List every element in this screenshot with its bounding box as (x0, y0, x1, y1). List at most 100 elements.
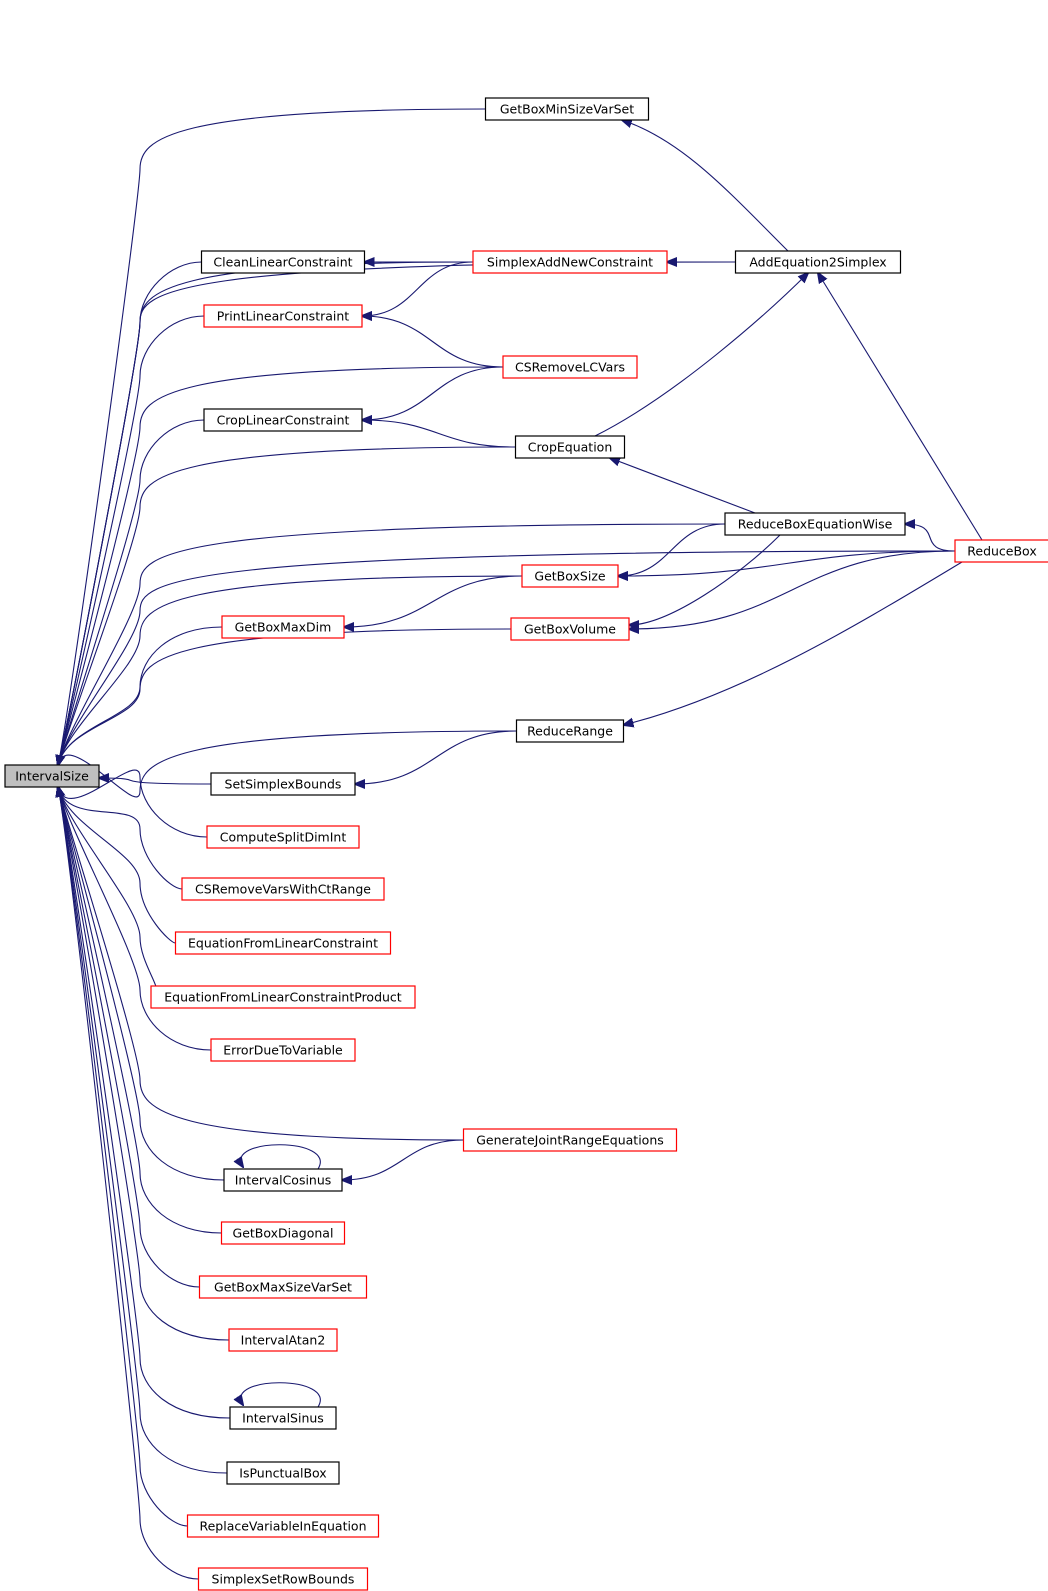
node-replace-variable-in-equation[interactable]: ReplaceVariableInEquation (186, 1514, 380, 1538)
edge-simplex-add-new-constraint-to-print-linear-constraint (362, 261, 474, 316)
node-crop-linear-constraint[interactable]: CropLinearConstraint (203, 408, 363, 432)
node-label: SetSimplexBounds (225, 777, 342, 792)
node-box[interactable] (502, 355, 638, 379)
node-box[interactable] (472, 250, 668, 274)
edge-interval-cosinus-to-interval-size (58, 787, 225, 1181)
node-crop-equation[interactable]: CropEquation (514, 435, 626, 459)
node-box[interactable] (221, 615, 345, 639)
node-label: ReduceBoxEquationWise (738, 517, 893, 532)
node-label: IntervalSize (15, 769, 89, 784)
node-box[interactable] (181, 877, 385, 901)
node-box[interactable] (484, 97, 650, 121)
node-compute-split-dim-int[interactable]: ComputeSplitDimInt (206, 825, 360, 849)
edge-crop-equation-to-add-equation2-simplex (594, 273, 808, 437)
edge-generate-joint-range-equations-to-interval-cosinus (342, 1139, 464, 1180)
node-box[interactable] (4, 764, 100, 788)
node-add-equation2-simplex[interactable]: AddEquation2Simplex (734, 250, 902, 274)
node-get-box-max-size-var-set[interactable]: GetBoxMaxSizeVarSet (198, 1275, 368, 1299)
node-box[interactable] (210, 772, 356, 796)
node-interval-cosinus[interactable]: IntervalCosinus (223, 1168, 343, 1192)
node-interval-sinus[interactable]: IntervalSinus (229, 1406, 337, 1430)
node-label: SimplexSetRowBounds (212, 1572, 355, 1587)
node-get-box-volume[interactable]: GetBoxVolume (510, 617, 630, 641)
edge-print-linear-constraint-to-interval-size (58, 315, 205, 765)
node-generate-joint-range-equations[interactable]: GenerateJointRangeEquations (462, 1128, 678, 1152)
node-box[interactable] (226, 1461, 340, 1485)
node-error-due-to-variable[interactable]: ErrorDueToVariable (210, 1038, 356, 1062)
edge-reduce-box-to-reduce-box-equation-wise (905, 524, 956, 552)
node-label: GetBoxSize (534, 569, 605, 584)
node-box[interactable] (206, 825, 360, 849)
node-reduce-range[interactable]: ReduceRange (515, 719, 625, 743)
node-set-simplex-bounds[interactable]: SetSimplexBounds (210, 772, 356, 796)
node-box[interactable] (150, 985, 416, 1009)
node-label: GetBoxMinSizeVarSet (500, 102, 634, 117)
node-box[interactable] (198, 1275, 368, 1299)
node-label: EquationFromLinearConstraint (188, 936, 378, 951)
edge-reduce-box-equation-wise-to-get-box-size (618, 523, 726, 576)
node-box[interactable] (521, 564, 619, 588)
node-interval-size[interactable]: IntervalSize (4, 764, 100, 788)
node-label: CleanLinearConstraint (213, 255, 352, 270)
node-simplex-set-row-bounds[interactable]: SimplexSetRowBounds (197, 1567, 369, 1591)
node-box[interactable] (515, 719, 625, 743)
node-box[interactable] (724, 512, 906, 536)
node-cs-remove-vars-with-ct-range[interactable]: CSRemoveVarsWithCtRange (181, 877, 385, 901)
node-clean-linear-constraint[interactable]: CleanLinearConstraint (200, 250, 366, 274)
node-label: ErrorDueToVariable (223, 1043, 343, 1058)
node-is-punctual-box[interactable]: IsPunctualBox (226, 1461, 340, 1485)
edge-interval-sinus-to-interval-size (58, 787, 231, 1419)
edge-reduce-box-equation-wise-to-interval-size (58, 523, 726, 765)
node-reduce-box-equation-wise[interactable]: ReduceBoxEquationWise (724, 512, 906, 536)
node-box[interactable] (228, 1328, 338, 1352)
node-box[interactable] (462, 1128, 678, 1152)
node-cs-remove-lc-vars[interactable]: CSRemoveLCVars (502, 355, 638, 379)
node-print-linear-constraint[interactable]: PrintLinearConstraint (203, 304, 363, 328)
node-equation-from-linear-constraint[interactable]: EquationFromLinearConstraint (174, 931, 392, 955)
edge-cs-remove-lc-vars-to-print-linear-constraint (362, 316, 504, 368)
node-box[interactable] (223, 1168, 343, 1192)
node-box[interactable] (220, 1221, 346, 1245)
node-label: EquationFromLinearConstraintProduct (164, 990, 402, 1005)
node-get-box-diagonal[interactable]: GetBoxDiagonal (220, 1221, 346, 1245)
node-box[interactable] (174, 931, 392, 955)
node-box[interactable] (229, 1406, 337, 1430)
node-label: SimplexAddNewConstraint (487, 255, 653, 270)
node-interval-atan2[interactable]: IntervalAtan2 (228, 1328, 338, 1352)
node-box[interactable] (186, 1514, 380, 1538)
node-box[interactable] (510, 617, 630, 641)
node-box[interactable] (734, 250, 902, 274)
edge-compute-split-dim-int-to-interval-size (58, 769, 208, 838)
edge-layer (58, 108, 983, 1580)
edge-add-equation2-simplex-to-interval-size (58, 261, 736, 765)
edge-generate-joint-range-equations-to-interval-size (58, 787, 464, 1141)
edge-reduce-box-equation-wise-to-crop-equation (610, 458, 756, 514)
node-get-box-size[interactable]: GetBoxSize (521, 564, 619, 588)
node-box[interactable] (514, 435, 626, 459)
node-box[interactable] (954, 539, 1048, 563)
edge-cs-remove-lc-vars-to-interval-size (58, 366, 504, 765)
node-equation-from-linear-constraint-product[interactable]: EquationFromLinearConstraintProduct (150, 985, 416, 1009)
edge-reduce-box-equation-wise-to-get-box-volume (629, 534, 781, 625)
node-box[interactable] (203, 408, 363, 432)
node-box[interactable] (197, 1567, 369, 1591)
edge-crop-linear-constraint-to-interval-size (58, 419, 205, 765)
node-get-box-max-dim[interactable]: GetBoxMaxDim (221, 615, 345, 639)
node-get-box-min-size-var-set[interactable]: GetBoxMinSizeVarSet (484, 97, 650, 121)
edge-clean-linear-constraint-to-interval-size (58, 261, 202, 765)
node-box[interactable] (200, 250, 366, 274)
node-label: PrintLinearConstraint (217, 309, 350, 324)
edge-interval-atan2-to-interval-size (58, 787, 230, 1341)
node-simplex-add-new-constraint[interactable]: SimplexAddNewConstraint (472, 250, 668, 274)
node-reduce-box[interactable]: ReduceBox (954, 539, 1048, 563)
node-label: ComputeSplitDimInt (220, 830, 347, 845)
node-box[interactable] (203, 304, 363, 328)
node-label: IntervalSinus (242, 1411, 324, 1426)
edge-replace-variable-in-equation-to-interval-size (58, 787, 188, 1527)
node-box[interactable] (210, 1038, 356, 1062)
node-label: GetBoxMaxSizeVarSet (214, 1280, 352, 1295)
node-label: AddEquation2Simplex (749, 255, 886, 270)
node-label: CropLinearConstraint (217, 413, 350, 428)
edge-get-box-volume-to-interval-size (58, 628, 512, 765)
node-label: GetBoxDiagonal (233, 1226, 334, 1241)
